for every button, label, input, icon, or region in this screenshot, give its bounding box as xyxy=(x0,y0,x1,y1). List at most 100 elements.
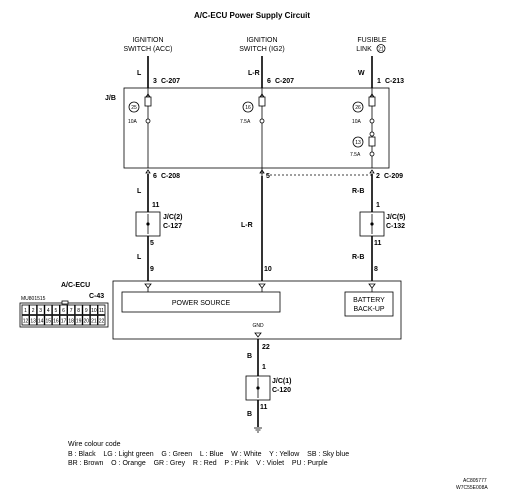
source-acc-label-2: SWITCH (ACC) xyxy=(124,46,173,53)
ecu-connector-pin-cell xyxy=(74,315,83,326)
ecu-connector-pin-cell xyxy=(52,304,60,315)
wire-color-col1-mid: L xyxy=(137,188,142,195)
pin-col3-jc-in: 1 xyxy=(376,202,380,209)
legend-heading: Wire colour code xyxy=(68,441,121,448)
fuse-col3-upper-terminal xyxy=(369,118,375,124)
ecu-connector-pin-number: 3 xyxy=(39,308,42,314)
ecu-connector-pin-cell xyxy=(90,315,98,326)
jc2-name: J/C(2) xyxy=(163,214,182,221)
ecu-input-col1-arrow xyxy=(144,283,152,289)
fuse-col3-lower-rating: 7.5A xyxy=(350,152,361,158)
ecu-connector-pin-number: 9 xyxy=(85,308,88,314)
ecu-name: A/C-ECU xyxy=(61,282,90,289)
jb-out-col2-arrow xyxy=(259,169,265,174)
source-ig2-label-2: SWITCH (IG2) xyxy=(239,46,285,53)
pin-ground-jc-in: 1 xyxy=(262,364,266,371)
conn-fl-top: C-213 xyxy=(385,78,404,85)
jc1-junction-dot xyxy=(256,386,260,390)
jc5-junction-dot xyxy=(370,222,374,226)
fuse-col1 xyxy=(144,96,152,107)
wire-color-ground-low: B xyxy=(247,411,252,418)
wire-color-col1-low: L xyxy=(137,254,142,261)
ecu-connector-pin-number: 11 xyxy=(99,308,104,314)
ecu-connector-pin-cell xyxy=(67,304,75,315)
ecu-connector-pin-cell xyxy=(52,315,60,326)
ecu-connector-pin-number: 6 xyxy=(62,308,65,314)
ecu-connector-pin-cell xyxy=(97,315,106,326)
fuse-col2-terminal xyxy=(259,118,265,124)
ecu-connector-pin-number: 10 xyxy=(91,308,97,314)
ecu-connector-pin-cell xyxy=(29,315,38,326)
ecu-connector-pin-cell xyxy=(44,315,53,326)
jb-out-col3-arrow xyxy=(369,169,375,174)
ecu-connector-pin-number: 5 xyxy=(55,308,58,314)
ecu-connector-pin-number: 12 xyxy=(23,319,29,325)
jc5-name: J/C(5) xyxy=(386,214,405,221)
ecu-connector-pin-number: 8 xyxy=(77,308,80,314)
fuse-col3-upper-number: 26 xyxy=(355,105,361,111)
source-ig2-label-1: IGNITION xyxy=(246,37,277,44)
ecu-connector-pin-number: 17 xyxy=(61,319,67,325)
pin-col1-jb-out: 6 xyxy=(153,173,157,180)
diagram-title: A/C-ECU Power Supply Circuit xyxy=(194,11,310,20)
power-source-box xyxy=(121,291,281,313)
wire-color-col3-low: R-B xyxy=(352,254,364,261)
conn-acc-top: C-207 xyxy=(161,78,180,85)
ecu-connector-pin-number: 1 xyxy=(24,308,27,314)
wire-color-fl-top: W xyxy=(358,70,365,77)
fuse-col1-terminal xyxy=(145,118,151,124)
ecu-connector-pin-cell xyxy=(59,315,68,326)
ecu-connector-latch xyxy=(61,300,69,305)
jc1-connector: C-120 xyxy=(272,387,291,394)
wire-color-col3-mid: R-B xyxy=(352,188,364,195)
pin-ig2-top: 6 xyxy=(267,78,271,85)
pin-col3-jb-out: 2 xyxy=(376,173,380,180)
junction-block-box xyxy=(123,87,390,169)
fuse-col1-rating: 10A xyxy=(128,119,138,125)
fuse-col2-number: 16 xyxy=(245,105,251,111)
ecu-connector-pin-number: 16 xyxy=(53,319,59,325)
ecu-connector-pin-number: 14 xyxy=(38,319,44,325)
pin-fl-top: 1 xyxy=(377,78,381,85)
ecu-connector-pin-number: 19 xyxy=(76,319,82,325)
pin-col1-jc-in: 11 xyxy=(152,202,160,209)
fuse-col3-lower-terminal xyxy=(369,151,375,157)
ecu-connector-pin-number: 13 xyxy=(30,319,36,325)
wire-color-col2-mid: L-R xyxy=(241,222,253,229)
ecu-pin-col2: 10 xyxy=(264,266,272,273)
jc1-name: J/C(1) xyxy=(272,378,291,385)
pin-ground-jc-out: 11 xyxy=(260,404,268,411)
ecu-pin-col1: 9 xyxy=(150,266,154,273)
junction-block-label: J/B xyxy=(105,95,116,102)
conn-col1-jb-out: C-208 xyxy=(161,173,180,180)
ecu-connector: C-43 xyxy=(89,293,104,300)
wire-color-ground-top: B xyxy=(247,353,252,360)
ecu-pin-ground: 22 xyxy=(262,344,270,351)
power-source-label: POWER SOURCE xyxy=(172,300,231,307)
ecu-connector-pin-number: 4 xyxy=(47,308,50,314)
source-fusible-label-2: LINK xyxy=(356,46,372,53)
ecu-connector-pin-cell xyxy=(74,304,83,315)
ecu-connector-pin-cell xyxy=(97,304,106,315)
legend-line-1: B : Black LG : Light green G : Green L :… xyxy=(68,451,349,458)
ecu-pin-col3: 8 xyxy=(374,266,378,273)
ecu-connector-pin-cell xyxy=(36,304,45,315)
wire-color-acc-top: L xyxy=(137,70,142,77)
figure-code-2: W7C55E008A xyxy=(456,485,488,491)
ecu-ground-label: GND xyxy=(252,323,264,329)
ecu-connector-pin-number: 21 xyxy=(91,319,97,325)
legend-line-2: BR : Brown O : Orange GR : Grey R : Red … xyxy=(68,460,328,467)
fuse-col2 xyxy=(258,96,266,107)
jc2-junction-dot xyxy=(146,222,150,226)
fuse-col2-rating: 7.5A xyxy=(240,119,251,125)
ecu-connector-pin-number: 20 xyxy=(84,319,90,325)
ecu-connector-pin-number: 2 xyxy=(32,308,35,314)
fuse-col3-upper-rating: 10A xyxy=(352,119,362,125)
figure-code-1: AC805777 xyxy=(463,478,487,484)
ecu-connector-pin-cell xyxy=(82,304,91,315)
pin-col2-jb-out: 5 xyxy=(266,173,270,180)
jc5-connector: C-132 xyxy=(386,223,405,230)
fuse-col3-lower xyxy=(368,136,376,147)
source-fusible-label-1: FUSIBLE xyxy=(357,37,387,44)
